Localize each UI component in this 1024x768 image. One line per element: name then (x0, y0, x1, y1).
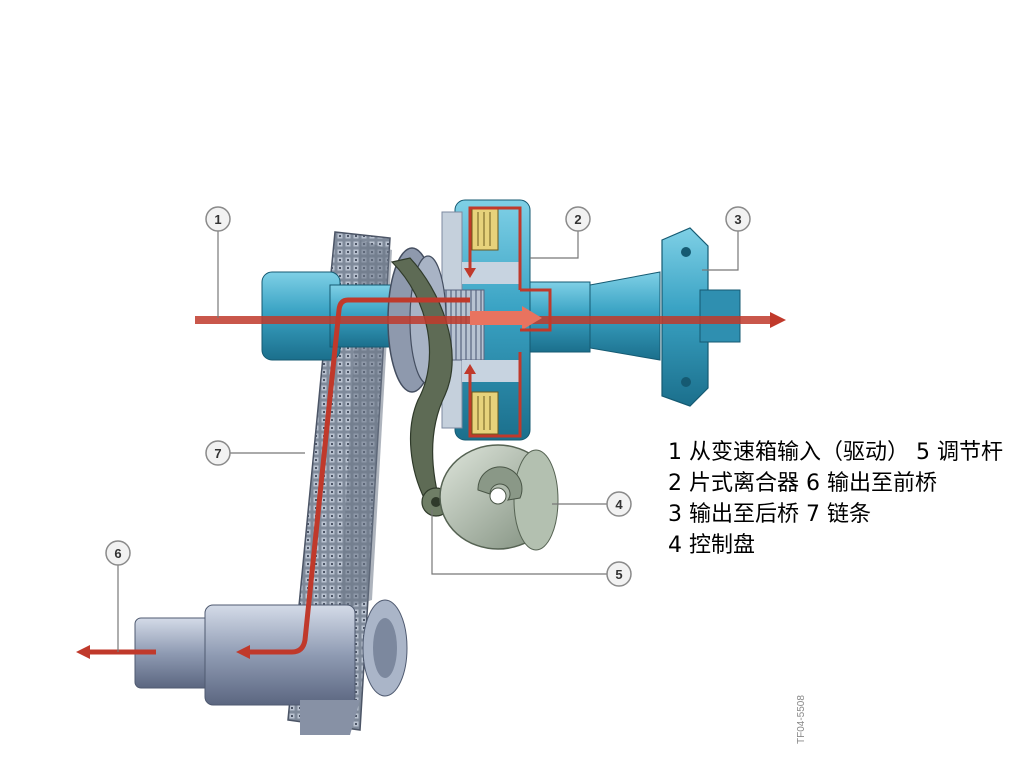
legend-line-1: 1 从变速箱输入（驱动） 5 调节杆 (668, 440, 1003, 465)
callout-6: 6 (105, 540, 131, 566)
callout-5: 5 (606, 561, 632, 587)
legend: 1 从变速箱输入（驱动） 5 调节杆 2 片式离合器 6 输出至前桥 3 输出至… (668, 437, 1008, 561)
svg-text:3: 3 (734, 212, 741, 227)
control-disc (439, 444, 559, 551)
legend-line-3: 3 输出至后桥 7 链条 (668, 502, 871, 527)
front-output-shaft (134, 599, 408, 735)
svg-text:2: 2 (574, 212, 581, 227)
svg-text:6: 6 (114, 546, 121, 561)
svg-text:4: 4 (615, 497, 623, 512)
legend-line-4: 4 控制盘 (668, 533, 755, 558)
image-code: TF04-5508 (796, 695, 807, 744)
callout-1: 1 (205, 206, 231, 232)
svg-text:5: 5 (615, 567, 622, 582)
svg-text:1: 1 (214, 212, 221, 227)
callout-2: 2 (565, 206, 591, 232)
power-flow-arrows (76, 206, 786, 659)
legend-line-2: 2 片式离合器 6 输出至前桥 (668, 471, 937, 496)
svg-text:7: 7 (214, 446, 221, 461)
callout-3: 3 (725, 206, 751, 232)
callout-4: 4 (606, 491, 632, 517)
callout-7: 7 (205, 440, 231, 466)
callout-leaders (117, 231, 739, 652)
